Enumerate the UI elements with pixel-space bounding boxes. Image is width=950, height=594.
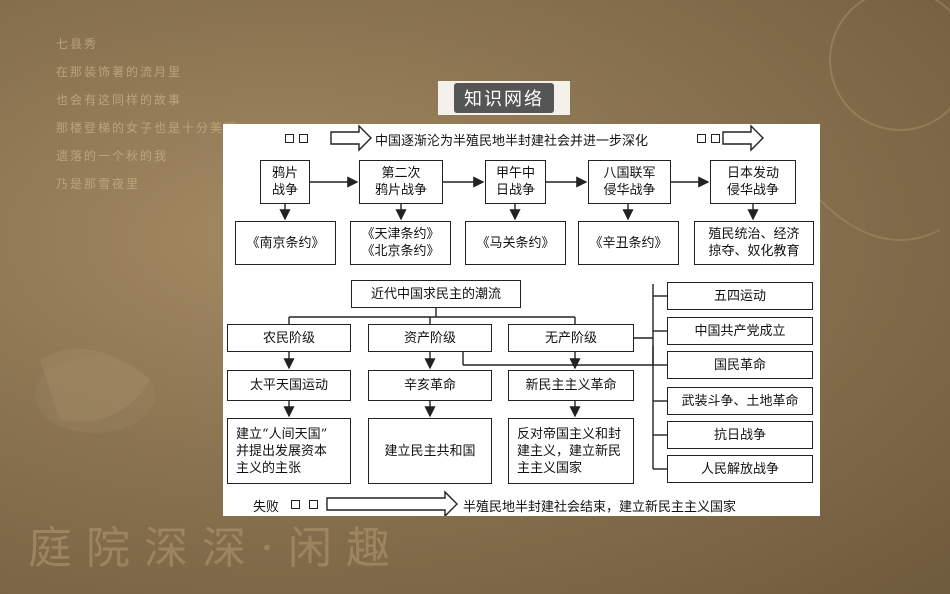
bottom-banner-text: 半殖民地半封建社会结束，建立新民主主义国家 <box>463 500 737 515</box>
war-box: 八国联军 侵华战争 <box>588 160 671 204</box>
blank-square <box>711 134 720 143</box>
blank-square <box>299 134 308 143</box>
blank-square <box>285 134 294 143</box>
outcome-box: 建立“人间天国” 并提出发展资本 主义的主张 <box>227 418 351 484</box>
poem-line: 七县秀 <box>56 37 99 51</box>
movement-box: 辛亥革命 <box>368 370 492 401</box>
stage-box: 武装斗争、土地革命 <box>667 387 813 415</box>
background-calligraphy: 庭院深深·闲趣 <box>28 523 404 574</box>
movement-box: 太平天国运动 <box>227 370 351 401</box>
outcome-box: 建立民主共和国 <box>368 418 492 484</box>
section-title: 知识网络 <box>454 83 554 113</box>
treaty-box: 《南京条约》 <box>235 221 336 265</box>
top-banner-text: 中国逐渐沦为半殖民地半封建社会并进一步深化 <box>375 134 649 149</box>
poem-line: 那楼登梯的女子也是十分美丽 <box>56 121 239 135</box>
outcome-box: 反对帝国主义和封 建主义，建立新民 主主义国家 <box>508 418 634 484</box>
poem-line: 遗落的一个秋的我 <box>56 149 169 163</box>
war-box: 第二次 鸦片战争 <box>359 160 443 204</box>
movement-box: 新民主主义革命 <box>508 370 634 401</box>
war-box: 鸦片 战争 <box>260 160 310 204</box>
class-box: 资产阶级 <box>368 324 492 352</box>
treaty-box: 殖民统治、经济 掠夺、奴化教育 <box>694 221 814 265</box>
war-box: 甲午中 日战争 <box>485 160 546 204</box>
stage-box: 国民革命 <box>667 351 813 379</box>
poem-line: 也会有这同样的故事 <box>56 93 183 107</box>
stage-box: 中国共产党成立 <box>667 317 813 345</box>
blank-square <box>291 500 300 509</box>
treaty-box: 《天津条约》 《北京条约》 <box>350 221 451 265</box>
war-box: 日本发动 侵华战争 <box>710 160 796 204</box>
poem-line: 乃是那雪夜里 <box>56 177 141 191</box>
blank-square <box>697 134 706 143</box>
treaty-box: 《辛丑条约》 <box>578 221 679 265</box>
blank-square <box>309 500 318 509</box>
knowledge-network-diagram: 中国逐渐沦为半殖民地半封建社会并进一步深化 鸦片 战争 第二次 鸦片战争 甲午中… <box>223 124 820 516</box>
background-poem: 七县秀 在那装饰著的流月里 也会有这同样的故事 那楼登梯的女子也是十分美丽 遗落… <box>56 30 238 198</box>
diagram-connectors <box>279 124 764 516</box>
trend-box: 近代中国求民主的潮流 <box>351 280 521 308</box>
class-box: 无产阶级 <box>508 324 634 352</box>
stage-box: 人民解放战争 <box>667 455 813 483</box>
treaty-box: 《马关条约》 <box>465 221 566 265</box>
bottom-fail-text: 失败 <box>253 500 280 515</box>
section-title-badge: 知识网络 <box>438 81 570 115</box>
stage-box: 抗日战争 <box>667 421 813 449</box>
stage-box: 五四运动 <box>667 282 813 310</box>
class-box: 农民阶级 <box>227 324 351 352</box>
poem-line: 在那装饰著的流月里 <box>56 65 183 79</box>
